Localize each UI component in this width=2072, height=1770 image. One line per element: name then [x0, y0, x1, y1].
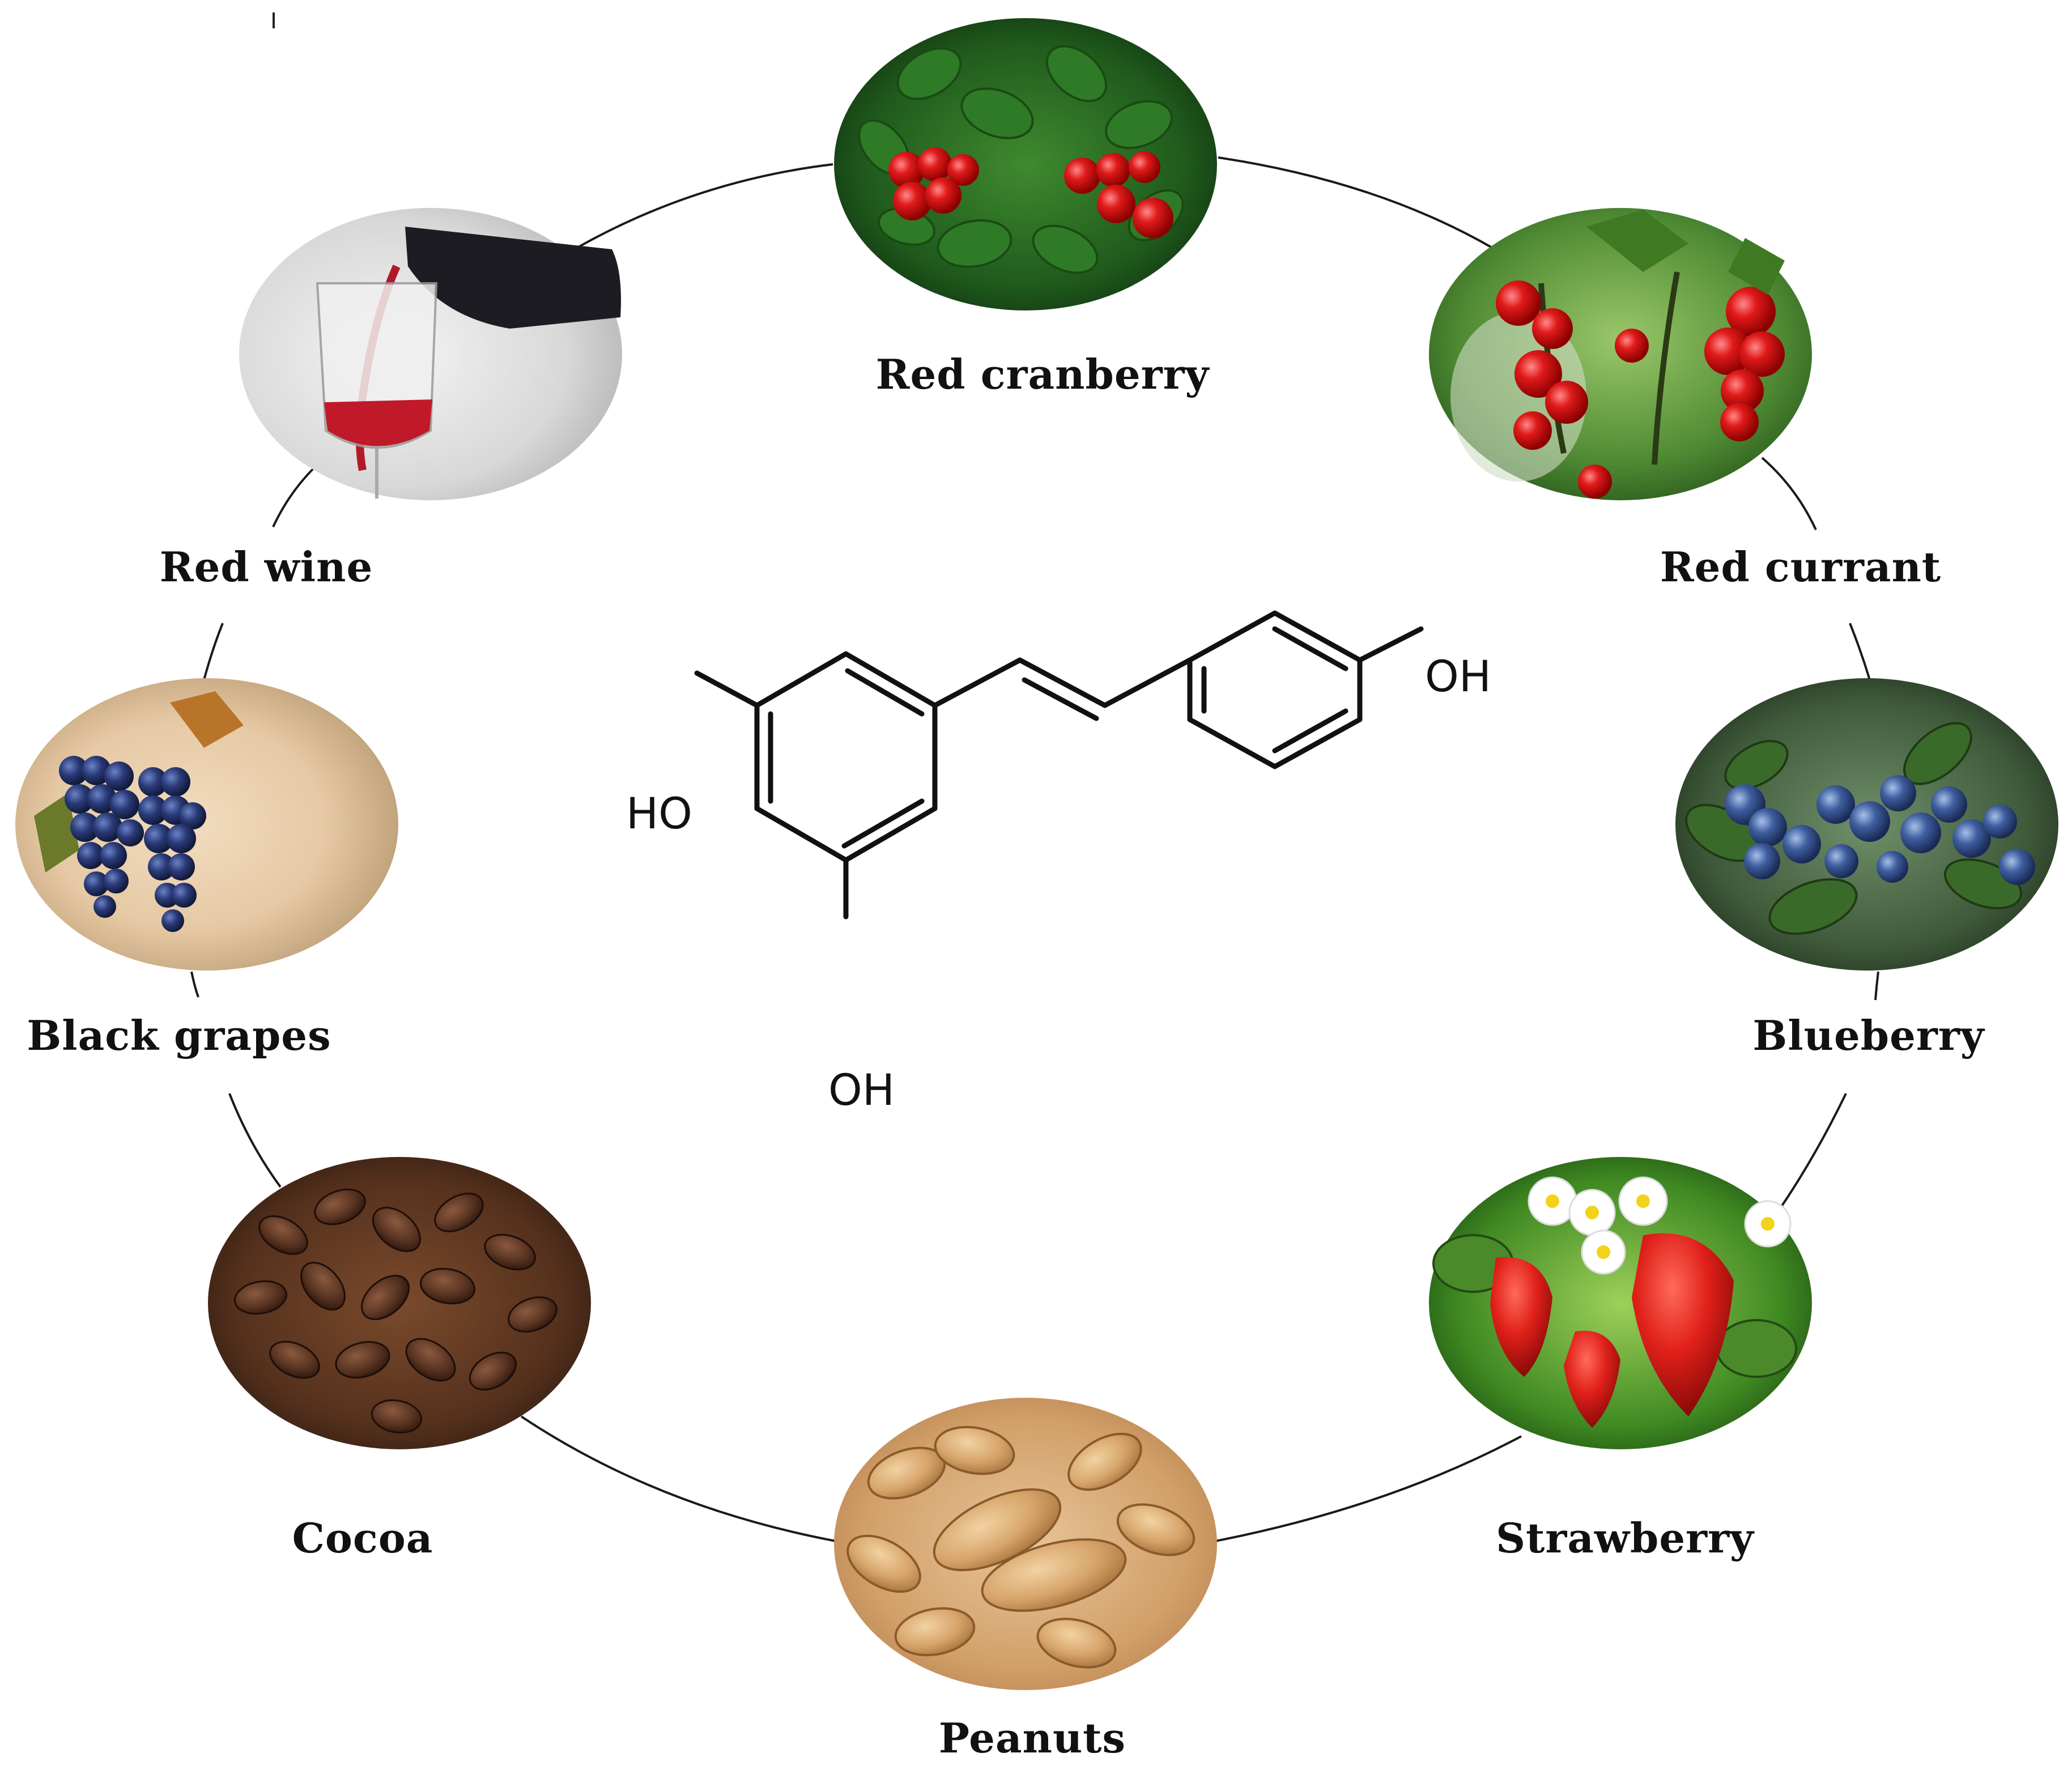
connector-arc — [190, 971, 199, 998]
connector-arc — [203, 623, 224, 680]
strawberry-photo — [1429, 1157, 1812, 1449]
peanuts-photo — [834, 1398, 1217, 1690]
label-blueberry: Blueberry — [1752, 1011, 1985, 1060]
connector-arc — [568, 163, 833, 253]
label-strawberry: Strawberry — [1496, 1514, 1754, 1562]
black-grapes-photo — [15, 678, 398, 971]
connector-arc — [1218, 156, 1494, 249]
connector-arc — [1849, 623, 1871, 680]
connector-arc — [1761, 457, 1817, 530]
label-red-wine: Red wine — [159, 543, 373, 591]
cranberry-photo — [834, 18, 1217, 310]
connector-arc — [1215, 1435, 1522, 1542]
connector-ring — [190, 156, 1879, 1542]
label-red-cranberry: Red cranberry — [875, 350, 1210, 398]
red-wine-photo — [239, 208, 622, 500]
connector-arc — [1772, 1093, 1847, 1219]
red-currant-photo — [1429, 208, 1812, 500]
label-red-currant: Red currant — [1660, 543, 1942, 591]
blueberry-photo — [1675, 678, 2058, 971]
cocoa-photo — [208, 1157, 591, 1449]
connector-arc — [520, 1415, 836, 1542]
connector-arc — [272, 466, 316, 527]
resveratrol-structure — [694, 610, 1424, 920]
label-peanuts: Peanuts — [938, 1714, 1126, 1762]
label-cocoa: Cocoa — [292, 1514, 433, 1562]
label-black-grapes: Black grapes — [27, 1011, 331, 1060]
connector-arc — [1874, 971, 1879, 1001]
connector-arc — [228, 1093, 282, 1188]
